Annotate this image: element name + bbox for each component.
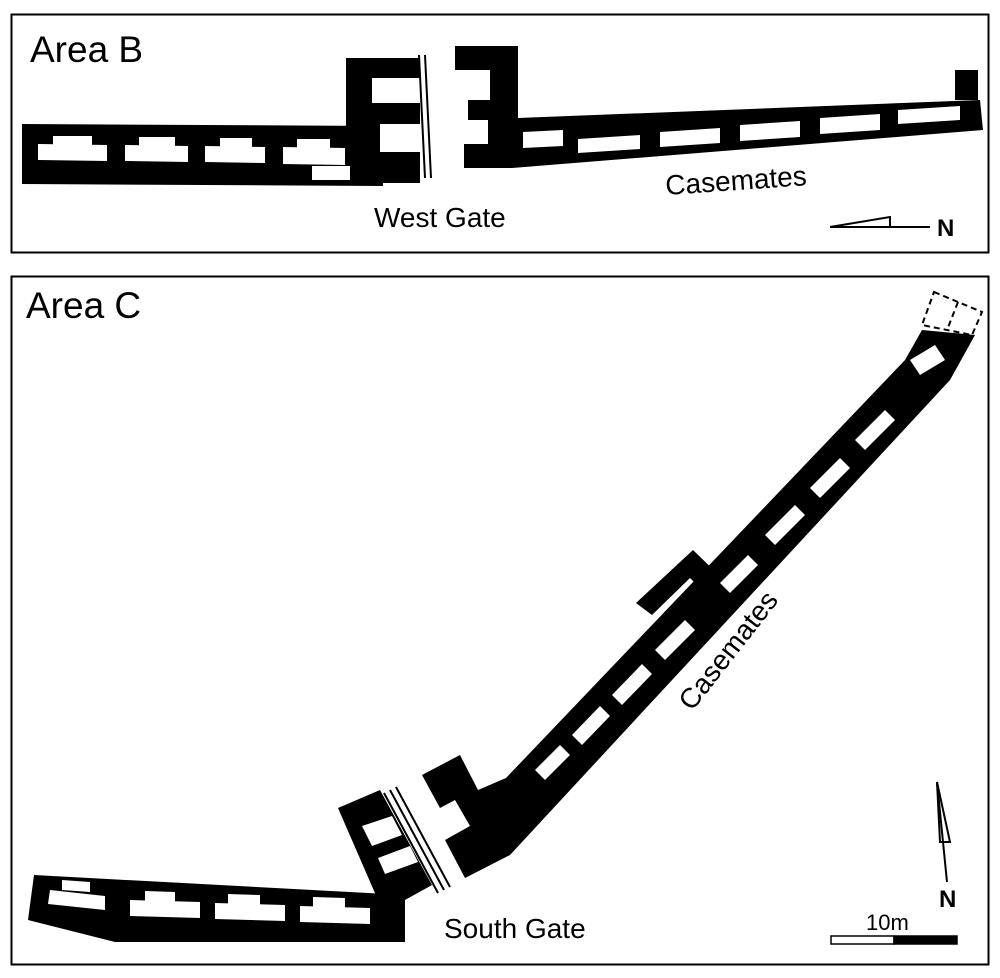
area-c-title: Area C: [26, 285, 141, 326]
area-b-north-label: N: [937, 215, 954, 242]
area-b-title: Area B: [30, 29, 143, 70]
area-c-frame: [10, 275, 990, 966]
area-c-north-label: N: [939, 886, 956, 913]
area-b-casemates-label: Casemates: [664, 160, 807, 201]
area-c-east-wall: [422, 330, 975, 878]
area-c-reconstructed-rooms: [920, 290, 984, 337]
area-c-north-arrow: N: [936, 781, 956, 913]
area-c-scale-bar: 10m: [830, 910, 958, 945]
area-c-gate-label: South Gate: [444, 913, 586, 944]
area-b-frame: [10, 13, 990, 254]
area-c-gate-west-tower: [338, 790, 432, 900]
area-b-panel: Area B: [10, 13, 990, 254]
area-b-east-wall: [455, 46, 983, 168]
area-b-gate-label: West Gate: [374, 202, 506, 233]
area-c-east-rooms: [535, 345, 945, 780]
area-b-east-rooms: [523, 106, 960, 153]
area-c-panel: Area C: [10, 275, 990, 966]
area-b-west-rooms: [38, 136, 345, 165]
area-c-west-rooms: [48, 880, 370, 924]
area-c-gate-passage: [383, 786, 451, 894]
area-c-scale-label: 10m: [866, 910, 909, 935]
area-b-north-arrow: N: [829, 215, 954, 242]
area-b-gate-west-tower: [312, 58, 420, 183]
area-b-gate-passage: [418, 54, 432, 179]
area-b-west-wall: [22, 124, 383, 186]
